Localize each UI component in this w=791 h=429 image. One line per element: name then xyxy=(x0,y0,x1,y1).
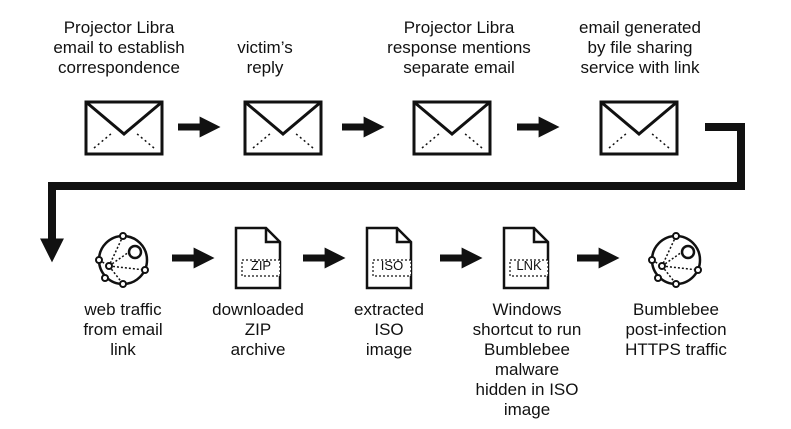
step-label: extracted ISO image xyxy=(354,300,424,359)
network-globe-icon xyxy=(95,232,149,288)
step-label: Projector Libra email to establish corre… xyxy=(53,18,185,77)
envelope-icon xyxy=(84,100,164,156)
file-tag: ZIP xyxy=(250,258,272,273)
step-label: victim’s reply xyxy=(237,38,293,77)
step-label: Bumblebee post-infection HTTPS traffic xyxy=(625,300,727,359)
step-label: Projector Libra response mentions separa… xyxy=(387,18,531,77)
envelope-icon xyxy=(412,100,492,156)
file-tag: LNK xyxy=(516,258,542,273)
lnk-file-icon xyxy=(502,226,550,290)
step-label: email generated by file sharing service … xyxy=(579,18,701,77)
envelope-icon xyxy=(243,100,323,156)
file-tag: ISO xyxy=(380,258,404,273)
flow-wrap-connector xyxy=(40,123,745,263)
iso-file-icon xyxy=(365,226,413,290)
step-label: Windows shortcut to run Bumblebee malwar… xyxy=(472,300,582,419)
network-globe-icon xyxy=(648,232,702,288)
step-label: downloaded ZIP archive xyxy=(212,300,304,359)
envelope-icon xyxy=(599,100,679,156)
step-label: web traffic from email link xyxy=(83,300,163,359)
zip-file-icon xyxy=(234,226,282,290)
